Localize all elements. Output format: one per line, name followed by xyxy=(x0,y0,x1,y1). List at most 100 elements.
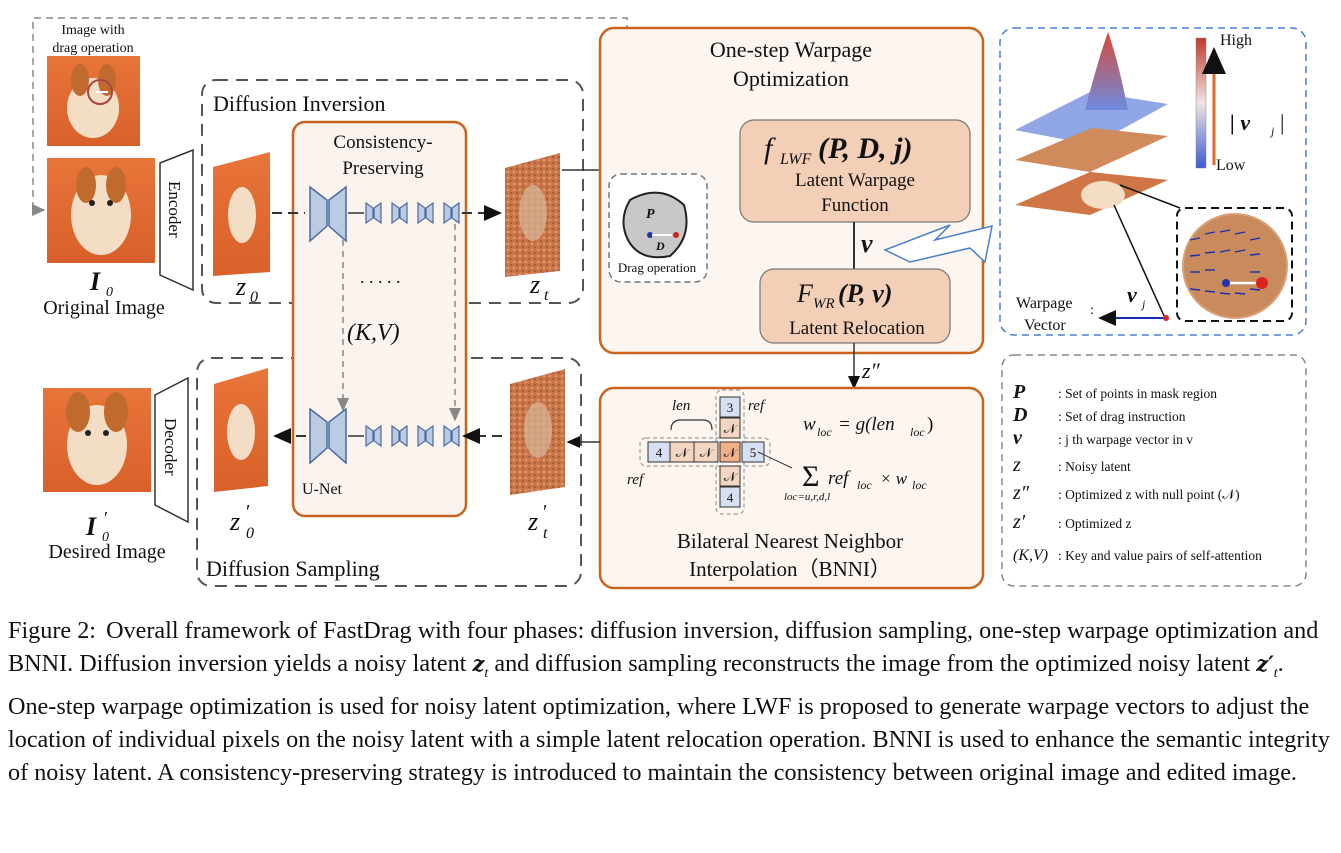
sum-times: × w xyxy=(880,469,908,488)
ref-l: ref xyxy=(627,472,645,488)
legend-symbol: D xyxy=(1012,404,1027,426)
sum-term: ref xyxy=(828,468,851,489)
ztp-symbol: z xyxy=(527,507,538,536)
zt-prime-latent xyxy=(510,369,565,495)
wloc-rhs: = g(len xyxy=(838,414,895,435)
legend-description: : Optimized z with null point (𝒩) xyxy=(1058,487,1240,502)
sum-sigma: Σ xyxy=(802,460,819,493)
fwr-sub: WR xyxy=(813,296,835,312)
v-symbol: v xyxy=(861,229,873,258)
encoder-label: Encoder xyxy=(165,181,184,238)
fwr-args: (P, v) xyxy=(838,279,892,308)
svg-text:loc: loc xyxy=(857,478,872,492)
encoder-block xyxy=(159,148,194,292)
lwf-line2: Function xyxy=(821,195,889,216)
decoder-label: Decoder xyxy=(161,418,180,476)
legend-description: : Set of drag instruction xyxy=(1058,409,1186,424)
heatmap-stack xyxy=(1015,32,1168,215)
ztp-prime: ′ xyxy=(543,501,547,523)
z0-symbol: z xyxy=(235,272,246,301)
svg-text:): ) xyxy=(927,414,933,435)
cp-line1: Consistency- xyxy=(333,132,432,153)
desired-prime: ′ xyxy=(104,508,108,528)
unet-label: U-Net xyxy=(302,481,343,498)
grid-left: 4 xyxy=(656,445,663,460)
dots: . . . . . xyxy=(360,267,401,287)
original-sub: 0 xyxy=(106,285,113,300)
caption-sym2-sub: t xyxy=(1273,665,1278,681)
figure-caption: Figure 2: Overall framework of FastDrag … xyxy=(8,614,1330,789)
warpage-vector-1: Warpage xyxy=(1016,295,1072,312)
grid-null-c: 𝒩 xyxy=(724,445,739,460)
ztp-sub: t xyxy=(543,525,548,542)
sum-sub: loc=u,r,d,l xyxy=(784,491,830,503)
ref-u: ref xyxy=(748,398,766,414)
legend-symbol: (K,V) xyxy=(1013,547,1048,564)
grid-right: 5 xyxy=(750,445,757,460)
legend-description: : Optimized z xyxy=(1058,516,1131,531)
legend-symbol: v xyxy=(1013,427,1023,449)
desired-image xyxy=(43,388,151,492)
grid-null-2: 𝒩 xyxy=(724,469,739,484)
svg-text:loc: loc xyxy=(912,478,927,492)
grid-null-3: 𝒩 xyxy=(676,445,691,460)
svg-text::: : xyxy=(1090,303,1094,318)
warpage-title-1: One-step Warpage xyxy=(710,37,872,62)
z0-sub: 0 xyxy=(250,289,258,306)
fwr-label: Latent Relocation xyxy=(789,318,925,339)
desired-symbol: I xyxy=(85,512,97,541)
warpage-title-2: Optimization xyxy=(733,66,849,91)
svg-text:|: | xyxy=(1280,110,1284,135)
bnni-line2: Interpolation（BNNI） xyxy=(689,557,891,581)
legend-description: : Key and value pairs of self-attention xyxy=(1058,548,1262,563)
z0p-sub: 0 xyxy=(246,525,254,542)
mask-region xyxy=(622,191,688,259)
drag-P: P xyxy=(646,207,655,222)
framework-diagram: Image with drag operation I 0 Original I… xyxy=(32,17,1307,590)
z0-prime-latent xyxy=(214,368,268,492)
cp-line2: Preserving xyxy=(342,158,424,179)
grid-top: 3 xyxy=(727,400,734,415)
decoder-block xyxy=(154,376,189,524)
consistency-preserving-box xyxy=(291,120,468,518)
legend-symbol: z xyxy=(1012,454,1021,476)
zt-latent xyxy=(505,153,560,277)
wloc-w: w xyxy=(803,414,816,435)
caption-label: Figure 2: xyxy=(8,617,97,644)
drag-D: D xyxy=(655,239,665,253)
drag-image-label-1: Image with xyxy=(61,23,124,38)
grid-null-4: 𝒩 xyxy=(700,445,715,460)
lwf-args: (P, D, j) xyxy=(818,132,912,165)
drag-image xyxy=(47,56,140,146)
drag-image-label-2: drag operation xyxy=(52,41,133,56)
colorbar xyxy=(1195,37,1207,169)
kv-label: (K,V) xyxy=(347,320,400,346)
svg-text:loc: loc xyxy=(910,425,925,439)
original-symbol: I xyxy=(89,267,101,296)
fwr-box xyxy=(759,268,951,344)
drag-label: Drag operation xyxy=(618,260,697,275)
caption-sym1: z xyxy=(472,651,485,676)
z0-latent xyxy=(213,152,270,276)
zt-dd: z″ xyxy=(861,358,881,383)
caption-part1: Overall framework of FastDrag with four … xyxy=(8,617,1319,677)
unet-top xyxy=(309,185,460,243)
lwf-sub: LWF xyxy=(779,151,812,168)
legend-symbol: P xyxy=(1012,381,1026,403)
bnni-line1: Bilateral Nearest Neighbor xyxy=(677,529,903,553)
zoomed-face xyxy=(1182,213,1288,319)
unet-bottom xyxy=(309,407,460,465)
colorbar-label: | v xyxy=(1230,110,1250,135)
svg-text:j: j xyxy=(1140,297,1146,311)
zt-sub: t xyxy=(544,287,549,304)
z0p-symbol: z xyxy=(229,507,240,536)
legend-panel xyxy=(1001,354,1307,587)
caption-sym1-sub: t xyxy=(484,665,489,681)
original-label: Original Image xyxy=(43,297,165,319)
warpage-vector-2: Vector xyxy=(1024,317,1066,334)
legend-description: : j th warpage vector in v xyxy=(1058,432,1193,447)
bnni-grid xyxy=(639,389,771,515)
colorbar-low: Low xyxy=(1216,157,1246,174)
lightning-connector xyxy=(883,224,993,264)
